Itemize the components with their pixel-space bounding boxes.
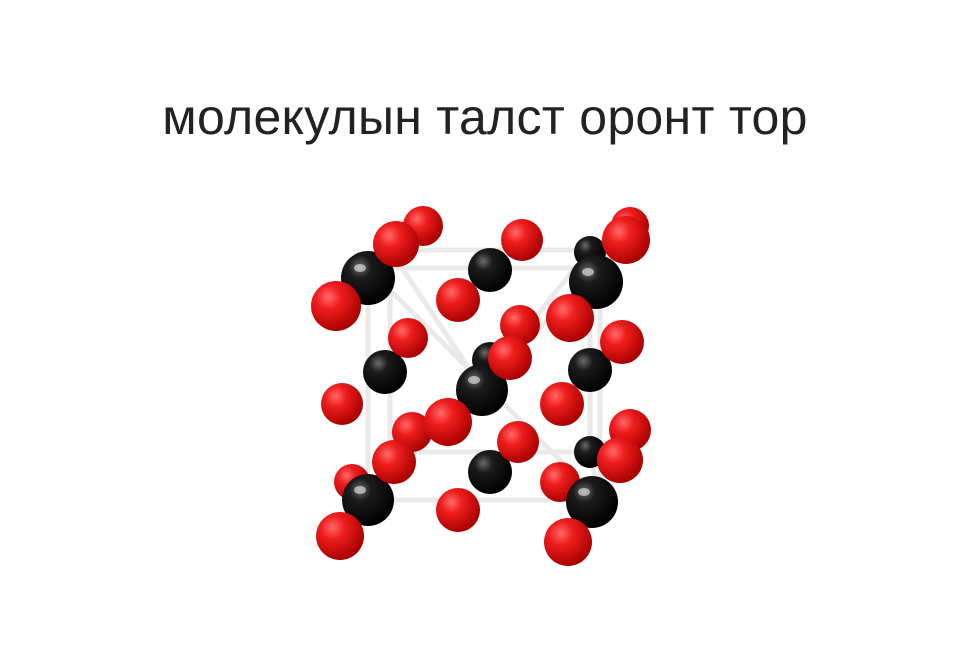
carbon-atoms-back <box>363 236 612 494</box>
highlights <box>354 264 594 496</box>
slide-title: молекулын талст оронт тор <box>162 89 808 145</box>
lattice-svg <box>311 206 651 566</box>
crystal-lattice-model-image <box>290 190 680 580</box>
oxygen-atoms-front <box>311 216 650 566</box>
